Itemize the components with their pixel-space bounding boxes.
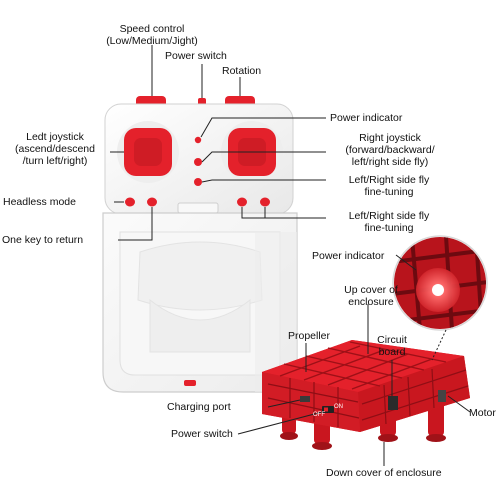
power-indicator-led bbox=[194, 136, 202, 144]
label-charging-port: Charging port bbox=[167, 401, 231, 413]
circuit-board-line2: board bbox=[378, 346, 406, 358]
label-power-indicator-drone: Power indicator bbox=[312, 250, 385, 262]
center-trim-button-top[interactable] bbox=[194, 158, 202, 166]
one-key-return-button[interactable] bbox=[147, 197, 157, 207]
center-trim-button-bottom[interactable] bbox=[194, 178, 202, 186]
label-right-joystick: Right joystick (forward/backward/ left/r… bbox=[330, 132, 450, 168]
label-propeller: Propeller bbox=[288, 330, 331, 342]
side-tuning-2-line2: fine-tuning bbox=[364, 222, 414, 234]
left-joystick-line2: (ascend/descend bbox=[15, 143, 95, 155]
speed-control-subtitle: (Low/Medium/Jight) bbox=[106, 35, 198, 47]
right-joystick-line3: left/right side fly) bbox=[351, 156, 429, 168]
speed-control-title: Speed control bbox=[119, 23, 185, 35]
left-joystick-title: Ledt joystick bbox=[26, 131, 84, 143]
label-side-tuning-1: Left/Right side fly fine-tuning bbox=[330, 174, 448, 198]
label-motor: Motor bbox=[469, 407, 496, 419]
power-indicator-zoom bbox=[392, 235, 488, 331]
label-power-switch-top: Power switch bbox=[165, 50, 227, 62]
up-cover-line2: enclosure bbox=[348, 296, 394, 308]
motor-housing bbox=[428, 402, 444, 436]
up-cover bbox=[262, 340, 464, 392]
label-power-indicator-top: Power indicator bbox=[330, 112, 403, 124]
label-up-cover: Up cover of enclosure bbox=[332, 284, 410, 308]
side-tuning-2-line1: Left/Right side fly bbox=[348, 210, 430, 222]
label-circuit-board: Circuit board bbox=[370, 334, 414, 358]
charging-port bbox=[300, 396, 310, 402]
side-trim-button-right[interactable] bbox=[260, 197, 270, 207]
label-speed-control: Speed control (Low/Medium/Jight) bbox=[94, 23, 210, 47]
label-headless-mode: Headless mode bbox=[3, 196, 76, 208]
controller bbox=[102, 96, 298, 393]
leader-lines bbox=[110, 45, 471, 466]
label-rotation: Rotation bbox=[222, 65, 262, 77]
up-cover-line1: Up cover of bbox=[344, 284, 398, 296]
lid-latch bbox=[184, 380, 196, 386]
label-one-key-return: One key to return bbox=[2, 234, 84, 246]
label-down-cover: Down cover of enclosure bbox=[326, 467, 442, 479]
switch-on-text: ON bbox=[334, 404, 343, 410]
right-joystick-title: Right joystick bbox=[359, 132, 421, 144]
circuit-board-line1: Circuit bbox=[377, 334, 407, 346]
side-trim-button-left[interactable] bbox=[237, 197, 247, 207]
hinge bbox=[177, 202, 219, 214]
motor bbox=[438, 390, 446, 402]
left-joystick-line3: /turn left/right) bbox=[22, 155, 88, 167]
side-tuning-1-line2: fine-tuning bbox=[364, 186, 414, 198]
label-left-joystick: Ledt joystick (ascend/descend /turn left… bbox=[2, 131, 108, 167]
drone bbox=[262, 340, 470, 450]
label-power-switch-drone: Power switch bbox=[171, 428, 233, 440]
label-side-tuning-2: Left/Right side fly fine-tuning bbox=[330, 210, 448, 234]
switch-off-text: OFF bbox=[313, 412, 325, 418]
headless-mode-button[interactable] bbox=[125, 197, 135, 207]
side-tuning-1-line1: Left/Right side fly bbox=[348, 174, 430, 186]
circuit-board bbox=[388, 396, 398, 410]
right-joystick-line2: (forward/backward/ bbox=[345, 144, 435, 156]
